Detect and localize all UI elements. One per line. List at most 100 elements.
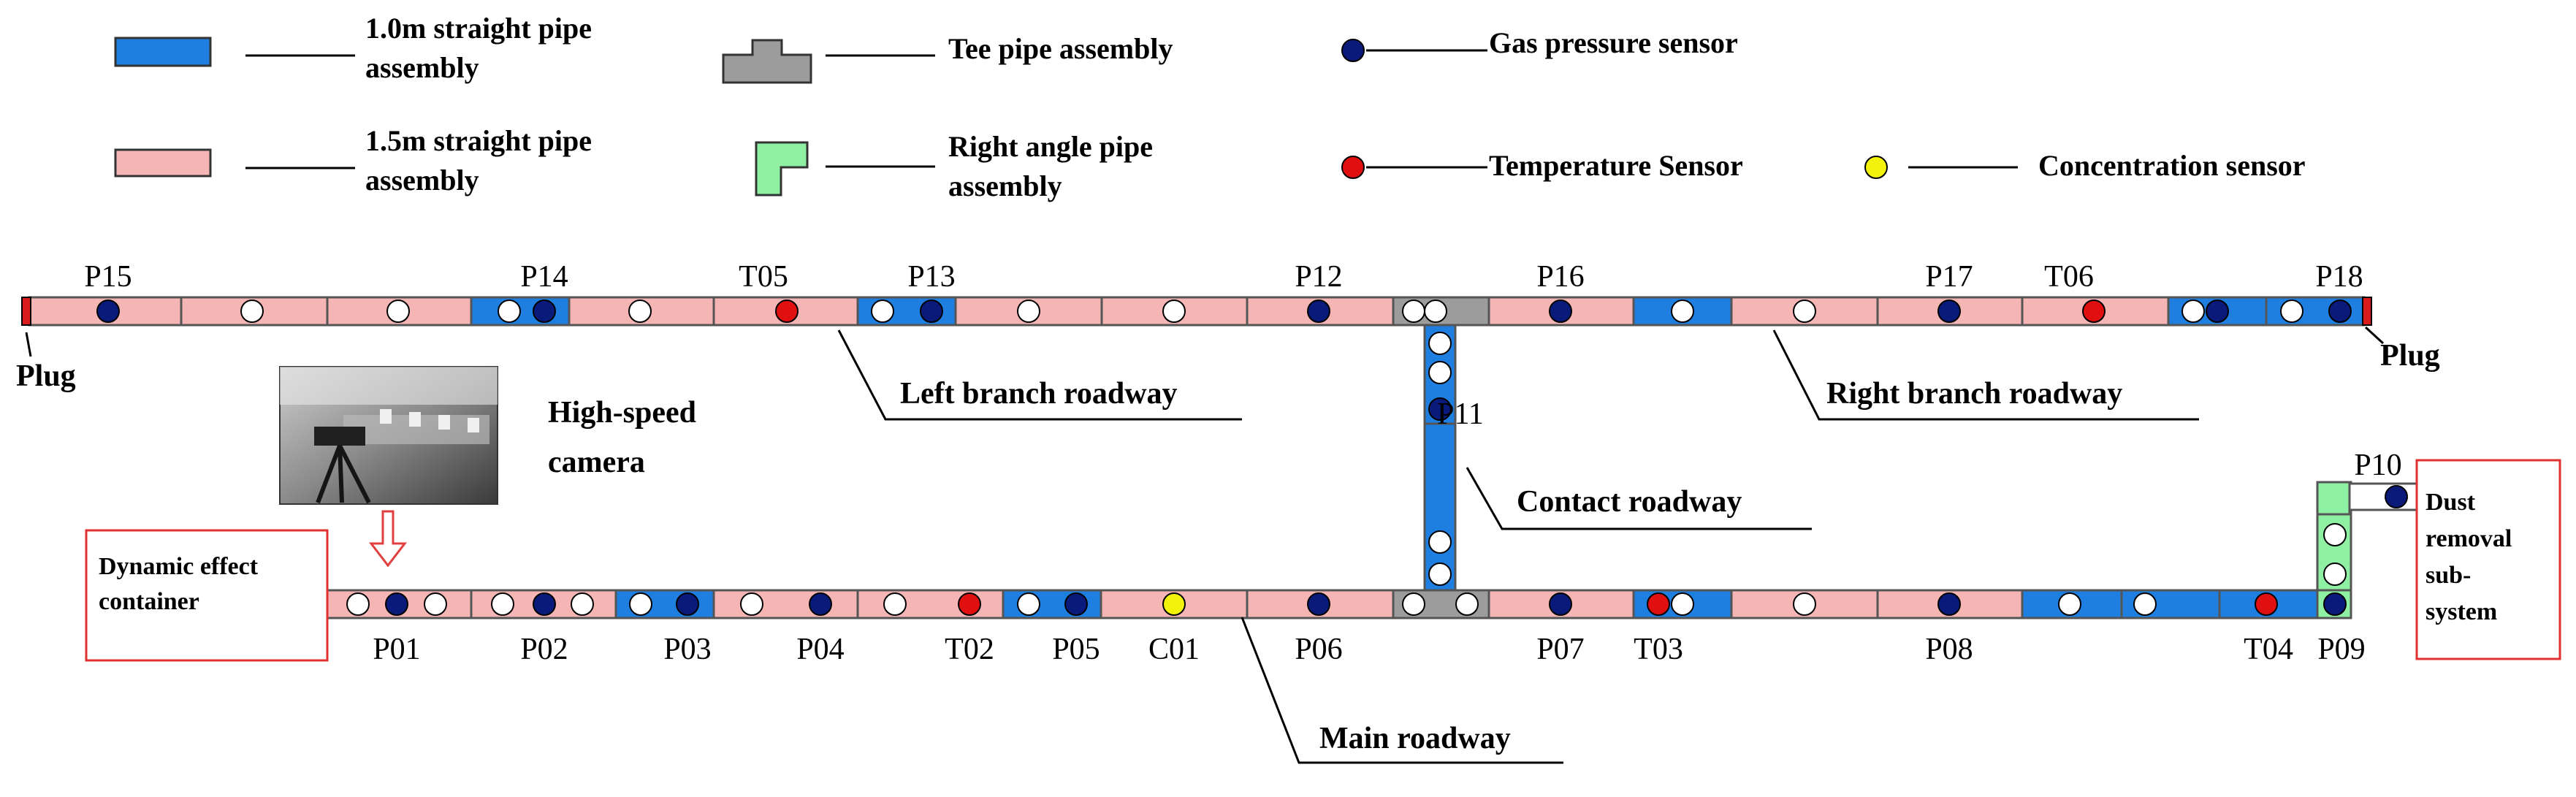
legend-label-right-angle: Right angle pipe assembly: [948, 130, 1160, 202]
plug-right: [2362, 297, 2372, 326]
sensor-marker: [1937, 300, 1961, 323]
main-roadway-label: Main roadway: [1319, 722, 1511, 755]
sensor-marker: [96, 300, 120, 323]
sensor-marker: [628, 300, 652, 323]
sensor-label-p16: P16: [1536, 260, 1584, 294]
legend-right-angle-icon: [755, 141, 809, 197]
sensor-label-p13: P13: [907, 260, 955, 294]
sensor-marker: [386, 300, 410, 323]
legend-gas-pressure-sensor-icon: [1341, 39, 1365, 62]
sensor-marker: [1428, 332, 1452, 355]
high-speed-camera-label: High-speed camera: [548, 396, 704, 479]
legend-temperature-sensor-icon: [1341, 156, 1365, 179]
main-pipe-segment: [712, 589, 859, 619]
dust-removal-box: [2415, 459, 2561, 660]
sensor-label-p09: P09: [2317, 633, 2365, 666]
main-pipe-segment: [856, 589, 1005, 619]
sensor-marker: [2280, 300, 2303, 323]
sensor-marker: [1064, 592, 1088, 616]
sensor-label-t04: T04: [2244, 633, 2293, 666]
sensor-marker: [920, 300, 943, 323]
sensor-marker: [385, 592, 408, 616]
sensor-marker: [1402, 300, 1425, 323]
dynamic-effect-container-box: [85, 529, 329, 662]
left-branch-roadway-label: Left branch roadway: [900, 377, 1178, 411]
legend-swatch-1-0m-pipe: [114, 37, 212, 67]
sensor-marker: [629, 592, 652, 616]
sensor-label-t05: T05: [739, 260, 788, 294]
sensor-marker: [2328, 300, 2352, 323]
sensor-marker: [1162, 300, 1186, 323]
legend-label-1-0m-pipe: 1.0m straight pipe assembly: [365, 12, 599, 84]
sensor-marker: [1793, 300, 1816, 323]
sensor-marker: [2058, 592, 2081, 616]
sensor-label-p02: P02: [520, 633, 568, 666]
sensor-marker: [1671, 592, 1694, 616]
sensor-marker: [2323, 592, 2347, 616]
sensor-marker: [2082, 300, 2106, 323]
sensor-label-p07: P07: [1536, 633, 1584, 666]
sensor-marker: [1428, 397, 1452, 421]
sensor-marker: [2133, 592, 2157, 616]
legend-tee-icon: [722, 39, 812, 84]
sensor-marker: [240, 300, 264, 323]
sensor-label-c01: C01: [1148, 633, 1200, 666]
sensor-marker: [424, 592, 447, 616]
sensor-label-p04: P04: [796, 633, 844, 666]
sensor-label-t06: T06: [2044, 260, 2094, 294]
sensor-marker: [1307, 300, 1330, 323]
legend-label-1-5m-pipe: 1.5m straight pipe assembly: [365, 124, 599, 197]
sensor-label-p06: P06: [1295, 633, 1342, 666]
plug-right-label: Plug: [2380, 339, 2440, 373]
plug-left-label: Plug: [16, 359, 76, 393]
right-angle-pipe-segment: [2316, 481, 2351, 516]
sensor-marker: [1402, 592, 1425, 616]
dynamic-effect-container-label: Dynamic effect container: [99, 553, 264, 615]
sensor-marker: [1162, 592, 1186, 616]
sensor-marker: [958, 592, 981, 616]
plug-left: [21, 297, 31, 326]
sensor-label-p15: P15: [84, 260, 132, 294]
sensor-label-p18: P18: [2315, 260, 2363, 294]
sensor-marker: [2385, 485, 2408, 508]
sensor-marker: [1647, 592, 1670, 616]
legend: 1.0m straight pipe assembly 1.5m straigh…: [114, 12, 2306, 202]
sensor-label-p10: P10: [2354, 449, 2401, 482]
sensor-label-t03: T03: [1634, 633, 1683, 666]
sensor-label-p11: P11: [1437, 397, 1484, 431]
sensor-marker: [2206, 300, 2229, 323]
sensor-marker: [1017, 592, 1040, 616]
sensor-marker: [2181, 300, 2205, 323]
legend-label-tee: Tee pipe assembly: [948, 32, 1173, 65]
sensor-marker: [2323, 563, 2347, 586]
sensor-marker: [533, 592, 556, 616]
sensor-marker: [1428, 361, 1452, 384]
legend-concentration-sensor-icon: [1864, 156, 1888, 179]
sensor-marker: [571, 592, 594, 616]
sensor-marker: [883, 592, 907, 616]
sensor-marker: [1549, 592, 1572, 616]
camera-photo: [279, 366, 498, 505]
sensor-marker: [871, 300, 894, 323]
sensor-label-p12: P12: [1295, 260, 1342, 294]
legend-label-temperature-sensor: Temperature Sensor: [1489, 149, 1743, 182]
legend-label-gas-pressure-sensor: Gas pressure sensor: [1489, 26, 1738, 59]
sensor-marker: [498, 300, 521, 323]
sensor-marker: [1428, 563, 1452, 586]
sensor-label-p17: P17: [1925, 260, 1973, 294]
sensor-marker: [533, 300, 556, 323]
sensor-marker: [1017, 300, 1040, 323]
sensor-marker: [2255, 592, 2278, 616]
sensor-marker: [1937, 592, 1961, 616]
right-branch-roadway-label: Right branch roadway: [1826, 377, 2122, 411]
sensor-marker: [1455, 592, 1479, 616]
sensor-label-p14: P14: [520, 260, 568, 294]
sensor-marker: [491, 592, 514, 616]
down-arrow-icon: [368, 510, 408, 568]
legend-swatch-1-5m-pipe: [114, 148, 212, 178]
sensor-marker: [1793, 592, 1816, 616]
sensor-marker: [809, 592, 832, 616]
annotations: Plug Plug Left branch roadway Right bran…: [16, 326, 2561, 764]
